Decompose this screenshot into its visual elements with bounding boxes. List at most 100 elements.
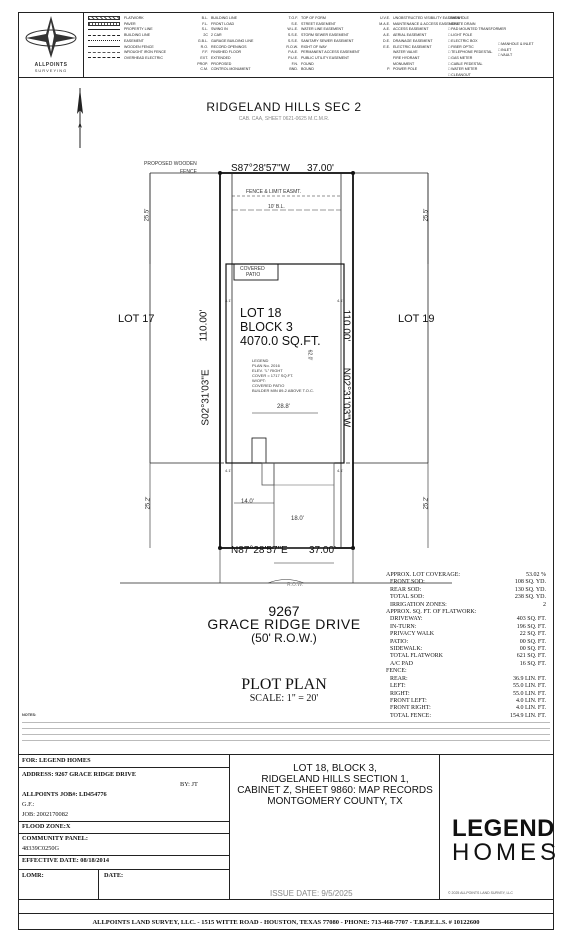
legend-symbol-item: □ CLEANOUT — [448, 73, 471, 78]
walk-dimension: 14.0' — [241, 499, 254, 505]
legend-abbrev-item: T.O.F.TOP OF FORM — [288, 16, 326, 20]
legend-symbol-icon: □ — [448, 50, 452, 55]
coverage-row: TOTAL SOD:238 SQ. YD. — [390, 594, 546, 601]
legend-abbrev-item: D.E.DRAINAGE EASEMENT — [383, 38, 433, 43]
legend-abbrev-item: A.E.ACCESS EASEMENT — [383, 27, 429, 32]
legend-symbol-item: □ VAULT — [498, 53, 513, 58]
legend-abbrev-item: R.O.W.RIGHT OF WAY — [286, 44, 327, 49]
lot-number: LOT 18 — [240, 306, 282, 320]
community-panel-label: COMMUNITY PANEL: — [22, 835, 88, 842]
client-name: FOR: LEGEND HOMES — [22, 757, 91, 764]
legend-symbol-icon: □ — [448, 44, 452, 49]
coverage-row: FRONT SOD:108 SQ. YD. — [390, 579, 546, 586]
building-line-label: 10' B.L. — [268, 204, 285, 210]
company-subtitle: SURVEYING — [34, 68, 68, 73]
legend-symbol-item: □ PAD MOUNTED TRANSFORMER — [448, 27, 507, 32]
compass-star-icon — [25, 16, 77, 58]
survey-sheet — [18, 12, 554, 930]
fence-row: LEFT:55.0 LIN. FT. — [390, 683, 546, 690]
legend-symbol-item: □ GAS METER — [448, 55, 473, 60]
fence-row: RIGHT:55.0 LIN. FT. — [390, 690, 546, 697]
builder-logo-line1: LEGEND — [452, 815, 556, 842]
left-bottom-dimension: 25.2' — [145, 496, 152, 510]
lot-19-label: LOT 19 — [398, 313, 435, 325]
address-number: 9267 — [268, 603, 300, 619]
abbrev-column-4: □ MANHOLE□ GRATE DRAIN□ PAD MOUNTED TRAN… — [448, 16, 508, 79]
lot-coverage-row: APPROX. LOT COVERAGE:53.02 % — [386, 572, 546, 578]
legend-abbrev-item: BND.BOUND — [289, 67, 314, 72]
left-top-dimension: 25.5' — [144, 208, 151, 222]
coverage-row: REAR SOD:130 SQ. YD. — [390, 586, 546, 593]
legend-symbol-icon: □ — [448, 55, 452, 60]
legend-symbol-icon: □ — [448, 73, 452, 78]
top-distance: 37.00' — [307, 163, 334, 174]
lomr-label: LOMR: — [22, 872, 44, 879]
legend-abbrev-item: PROP.PROPOSED — [197, 61, 232, 66]
legend-abbrev-item: P.U.E.PUBLIC UTILITY EASEMENT — [288, 55, 350, 60]
row-label: R.O.W. — [287, 582, 304, 588]
legend-abbrev-item: F.L.FRONT LOAD — [202, 21, 235, 26]
top-bearing: S87°28'57"W — [231, 163, 290, 174]
flatwork-row: IN-TURN:196 SQ. FT. — [390, 623, 546, 630]
legend-abbrev-item: S.L.SWING IN — [201, 27, 228, 32]
side-setback-top-right: 4.1' — [337, 298, 344, 303]
legend-symbol-icon: □ — [498, 42, 502, 46]
house-depth-dimension: 62.0' — [306, 349, 313, 361]
legend-abbrev-item: U.V.E.UNOBSTRUCTED VISIBILITY EASEMENT — [379, 16, 463, 20]
legal-description: LOT 18, BLOCK 3, RIDGELAND HILLS SECTION… — [237, 763, 433, 807]
abbrev-column-5: □ MANHOLE & INLET□ INLET□ VAULT — [498, 42, 552, 59]
fence-title: FENCE: — [386, 668, 407, 675]
legend-header: ALLPOINTS SURVEYING FLATWORK PAVER PROPE… — [18, 12, 554, 78]
company-name: ALLPOINTS — [34, 62, 68, 68]
issue-date: ISSUE DATE: 9/5/2025 — [270, 889, 353, 898]
legend-paver: PAVER — [88, 22, 188, 28]
legend-symbol-item: □ MANHOLE & INLET — [498, 42, 534, 46]
north-arrow-icon — [77, 88, 83, 148]
right-side-distance: 110.00' — [340, 309, 352, 342]
side-setback-bottom-left: 4.1' — [225, 468, 232, 473]
driveway — [273, 462, 335, 549]
flatwork-row: DRIVEWAY:403 SQ. FT. — [390, 616, 546, 623]
legend-building-line: BUILDING LINE — [88, 33, 188, 39]
legend-abbrev-item: P.POWER POLE — [387, 67, 418, 72]
legend-abbrev-item: C.M.CONTROL MONUMENT — [200, 67, 251, 72]
covered-patio — [233, 263, 279, 281]
footer-disclaimer — [18, 899, 554, 913]
legend-symbol-icon: □ — [448, 21, 452, 26]
cabinet-reference: CAB. CAA, SHEET 0621-0625 M.C.M.R. — [238, 116, 330, 122]
legend-flatwork: FLATWORK — [88, 16, 188, 22]
legend-abbrev-item: M.A.E.MAINTENANCE & ACCESS EASEMENT — [379, 21, 459, 26]
legend-overhead-electric: OVERHEAD ELECTRIC — [88, 56, 188, 62]
legend-abbrev-item: F.N.FOUND — [291, 61, 314, 66]
driveway-width-dimension: 18.0' — [291, 516, 304, 522]
legend-abbrev-item: P.A.E.PERMANENT ACCESS EASEMENT — [288, 50, 360, 55]
legend-symbol-icon: □ — [498, 47, 502, 52]
side-setback-top-left: 4.1' — [225, 298, 232, 303]
legend-abbrev-item: S.S.E.STORM SEWER EASEMENT — [287, 33, 349, 38]
legend-symbol-icon: □ — [448, 67, 452, 72]
legend-abbrev-item: S.S.E.SANITARY SEWER EASEMENT — [287, 38, 354, 43]
legend-symbol-item: □ CABLE PEDESTAL — [448, 61, 483, 66]
builder-logo-line2: HOMES — [452, 839, 561, 866]
subdivision-name: RIDGELAND HILLS SEC 2 — [206, 100, 362, 114]
fence-row: FRONT RIGHT:4.0 LIN. FT. — [390, 705, 546, 712]
fence-limit-label: FENCE & LIMIT EASMT. — [246, 189, 302, 195]
legend-symbol-icon: □ — [448, 61, 452, 66]
legend-abbrev-item: G.B.L.GARAGE BUILDING LINE — [197, 38, 254, 43]
legend-wooden-fence: WOODEN FENCE — [88, 45, 188, 51]
notes-block: NOTES: — [22, 712, 550, 752]
covered-patio-label-2: PATIO — [246, 272, 261, 278]
legend-abbrev-item: S.E.STREET EASEMENT — [291, 21, 336, 26]
line-type-legend: FLATWORK PAVER PROPERTY LINE BUILDING LI… — [88, 16, 188, 62]
legend-abbrev-item: F.F.FINISHED FLOOR — [202, 50, 242, 55]
side-setback-bottom-right: 4.1' — [337, 468, 344, 473]
company-footer: ALLPOINTS LAND SURVEY, LLC. - 1515 WITTE… — [18, 913, 554, 931]
legend-symbol-item: □ INLET — [498, 47, 512, 52]
legend-symbol-icon: □ — [448, 27, 452, 32]
flatwork-title: APPROX. SQ. FT. OF FLATWORK: — [386, 609, 477, 616]
legend-wrought-iron-fence: WROUGHT IRON FENCE — [88, 50, 188, 56]
